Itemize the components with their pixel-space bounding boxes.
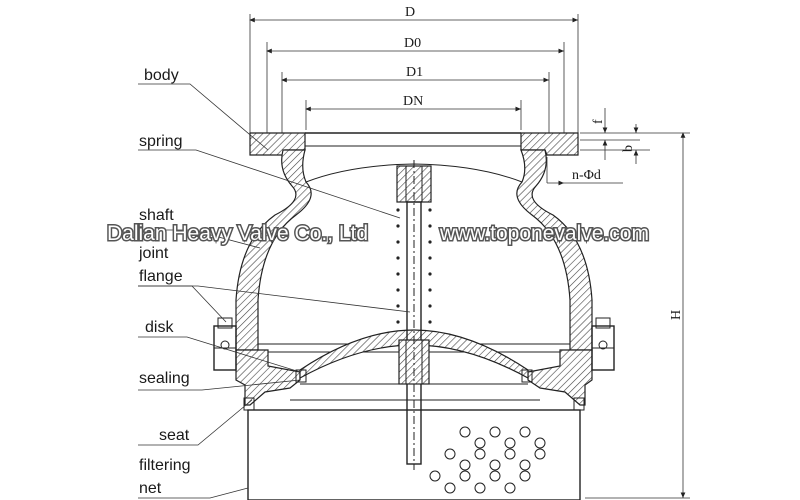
- label-disk: disk: [145, 319, 174, 336]
- leader-lines: [138, 83, 411, 499]
- label-filtering: filtering: [139, 457, 191, 474]
- label-sealing: sealing: [139, 370, 190, 387]
- net-holes: [429, 426, 546, 494]
- dim-holes: n-Φd: [572, 168, 601, 183]
- valve-body: [213, 132, 615, 411]
- dim-D1: D1: [406, 65, 423, 80]
- watermark-company: Dalian Heavy Valve Co., Ltd: [107, 222, 368, 245]
- part-labels: body spring shaft joint flange disk seal…: [138, 67, 191, 497]
- dim-H: H: [669, 310, 684, 320]
- spring-coils: [396, 208, 432, 324]
- dim-f: f: [591, 119, 606, 124]
- watermark-website: www.toponevalve.com: [439, 222, 649, 245]
- dimension-lines: [249, 14, 579, 150]
- dimension-labels: D D0 D1 DN: [403, 5, 423, 109]
- label-joint: joint: [138, 245, 169, 262]
- dim-b: b: [621, 145, 636, 152]
- label-seat: seat: [159, 427, 190, 444]
- valve-disk: [295, 329, 533, 383]
- watermark: Dalian Heavy Valve Co., Ltd www.toponeva…: [106, 221, 651, 247]
- label-body: body: [144, 67, 179, 84]
- filtering-net: [247, 409, 581, 500]
- label-spring: spring: [139, 133, 183, 150]
- label-shaft: shaft: [139, 207, 174, 224]
- dim-D0: D0: [404, 36, 421, 51]
- label-flange: flange: [139, 268, 183, 285]
- shaft-assembly: [396, 160, 432, 470]
- right-dimensions: f b H n-Φd: [546, 108, 690, 499]
- dim-D: D: [405, 5, 415, 20]
- dim-DN: DN: [403, 94, 423, 109]
- label-net: net: [139, 480, 162, 497]
